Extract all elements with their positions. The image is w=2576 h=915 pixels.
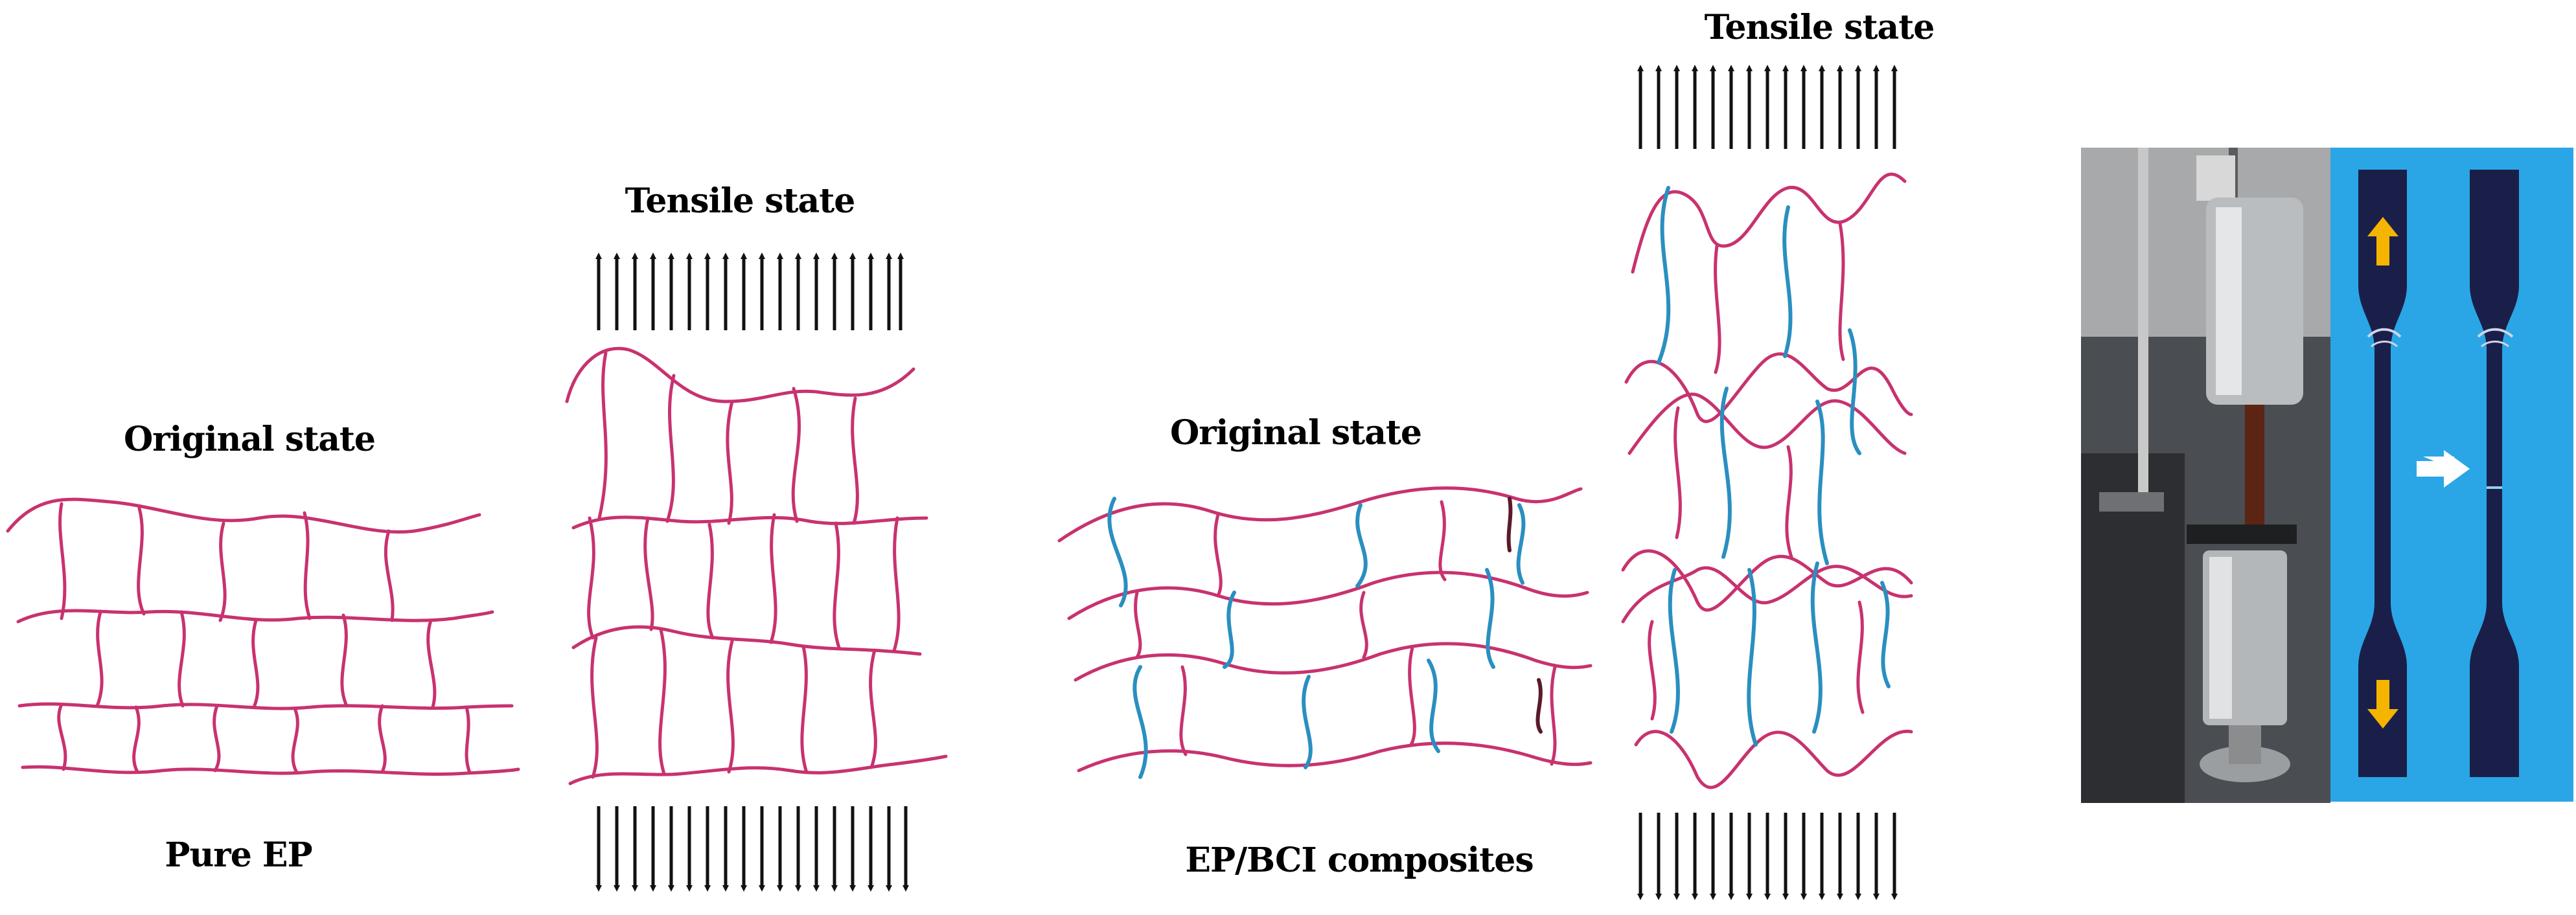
photo-specimens — [2330, 148, 2573, 802]
right-specimen — [2470, 170, 2519, 777]
composite-original-dark-links — [1506, 497, 1543, 734]
composite-tensile-epoxy-network — [1621, 172, 1913, 789]
pure-ep-tensile-network — [565, 346, 948, 785]
pure-caption: Pure EP — [165, 835, 312, 875]
left-specimen — [2358, 170, 2407, 777]
composite-original-label: Original state — [1169, 413, 1422, 453]
composite-tensile-arrows-down — [1637, 813, 1898, 900]
pure-ep-tensile-arrows-up — [595, 253, 904, 330]
composite-caption: EP/BCI composites — [1185, 841, 1534, 880]
pure-tensile-label: Tensile state — [625, 181, 856, 221]
photo-tensile-machine — [2081, 148, 2330, 803]
yellow-arrow-up — [2367, 217, 2398, 265]
yellow-arrow-down — [2367, 680, 2398, 729]
pure-ep-original-network — [6, 497, 520, 776]
composite-tensile-bci-links — [1657, 186, 1891, 747]
pure-original-label: Original state — [123, 420, 376, 459]
pure-ep-tensile-arrows-down — [595, 806, 909, 892]
composite-original-bci-links — [1107, 497, 1526, 779]
composite-tensile-label: Tensile state — [1704, 8, 1935, 47]
composite-tensile-arrows-up — [1637, 65, 1898, 149]
composite-original-epoxy-network — [1057, 486, 1593, 773]
